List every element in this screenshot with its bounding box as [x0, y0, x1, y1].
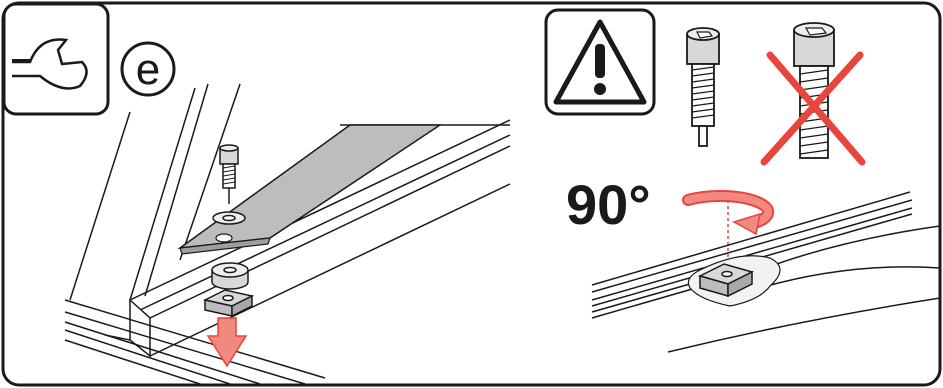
rotation-angle-label: 90° — [566, 173, 651, 236]
wrench-icon — [4, 4, 108, 114]
warning-triangle-icon — [546, 10, 654, 114]
washer-left — [213, 212, 245, 224]
step-letter-badge: e — [122, 43, 174, 95]
spacer-ring — [212, 263, 248, 289]
step-letter: e — [136, 45, 160, 94]
